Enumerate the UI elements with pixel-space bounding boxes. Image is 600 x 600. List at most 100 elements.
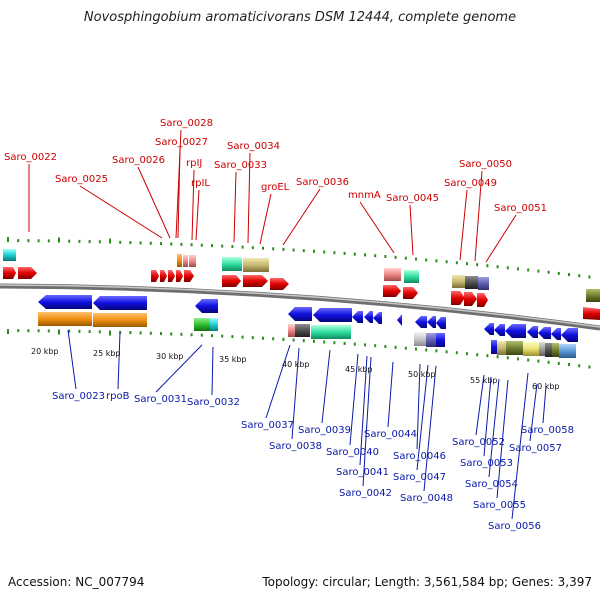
gene-label-bottom: Saro_0056: [488, 521, 541, 532]
feature-block: [210, 318, 218, 331]
gene-label-top: rpIJ: [186, 158, 202, 169]
feature-block: [414, 332, 426, 346]
kbp-tick-label: 35 kbp: [219, 355, 247, 364]
gene-label-bottom: Saro_0046: [393, 451, 446, 462]
label-leader-line: [155, 344, 203, 393]
gene-label-top: Saro_0028: [160, 118, 213, 129]
genome-backbone: [0, 283, 600, 331]
gene-label-bottom: Saro_0032: [187, 397, 240, 408]
feature-block: [559, 344, 576, 358]
top-label-leaders: [28, 129, 517, 263]
kbp-tick-label: 55 kbp: [470, 376, 498, 385]
gene-label-bottom: rpoB: [106, 391, 130, 402]
label-leader-line: [175, 129, 182, 239]
reverse-gene: [527, 326, 538, 338]
gene-label-bottom: Saro_0057: [509, 443, 562, 454]
topology-text: Topology: circular; Length: 3,561,584 bp…: [262, 575, 592, 589]
reverse-gene: [561, 328, 578, 342]
bottom-label-leaders: [67, 329, 547, 520]
gene-label-bottom: Saro_0058: [521, 425, 574, 436]
gene-label-bottom: Saro_0055: [473, 500, 526, 511]
kbp-tick-label: 50 kbp: [408, 370, 436, 379]
label-leader-line: [475, 374, 485, 436]
kbp-tick-label: 60 kbp: [532, 382, 560, 391]
gene-label-top: Saro_0050: [459, 159, 512, 170]
gene-label-bottom: Saro_0023: [52, 391, 105, 402]
reverse-gene: [494, 324, 505, 336]
forward-gene: [222, 275, 241, 287]
reverse-gene: [484, 323, 494, 335]
label-leader-line: [511, 372, 529, 520]
kbp-tick-label: 45 kbp: [345, 365, 373, 374]
gene-label-bottom: Saro_0053: [460, 458, 513, 469]
kbp-tick-label: 40 kbp: [282, 360, 310, 369]
feature-block: [288, 324, 295, 337]
label-leader-line: [416, 364, 429, 471]
forward-gene: [477, 293, 488, 307]
reverse-gene: [195, 299, 218, 313]
forward-gene: [184, 270, 194, 282]
reverse-gene: [397, 314, 402, 326]
label-leader-line: [265, 344, 291, 419]
label-leader-line: [195, 189, 200, 241]
forward-gene: [451, 291, 465, 305]
forward-gene: [18, 267, 37, 279]
reverse-gene: [93, 296, 147, 310]
label-leader-line: [137, 166, 171, 239]
feature-block: [183, 255, 188, 267]
gene-label-top: Saro_0051: [494, 203, 547, 214]
reverse-gene: [288, 307, 312, 321]
gene-label-top: rpIL: [191, 178, 210, 189]
label-leader-line: [416, 363, 421, 450]
label-leader-line: [542, 385, 547, 424]
gene-label-top: Saro_0049: [444, 178, 497, 189]
feature-block: [478, 277, 489, 290]
gene-label-top: Saro_0033: [214, 160, 267, 171]
gene-label-bottom: Saro_0044: [364, 429, 417, 440]
inner-tick-ring: [7, 329, 591, 369]
reverse-strand-genes: [38, 295, 578, 342]
label-leader-line: [474, 170, 483, 262]
forward-gene: [583, 307, 600, 320]
reverse-gene: [436, 317, 446, 329]
label-leader-line: [79, 185, 163, 239]
label-leader-line: [67, 329, 77, 390]
feature-block: [506, 341, 523, 355]
feature-block: [295, 324, 310, 337]
label-leader-line: [485, 214, 517, 263]
label-leader-line: [291, 347, 300, 440]
gene-label-bottom: Saro_0040: [326, 447, 379, 458]
gene-label-bottom: Saro_0041: [336, 467, 389, 478]
feature-block: [311, 325, 351, 339]
reverse-gene: [538, 327, 551, 339]
forward-gene: [383, 285, 401, 297]
label-leader-line: [362, 356, 372, 487]
feature-block: [194, 318, 210, 331]
feature-block: [243, 258, 269, 272]
forward-gene: [464, 292, 477, 306]
label-leader-line: [211, 346, 214, 396]
feature-block: [586, 289, 600, 302]
label-leader-line: [177, 148, 181, 239]
label-leader-line: [483, 376, 492, 457]
gene-label-top: Saro_0045: [386, 193, 439, 204]
feature-block: [404, 270, 419, 283]
feature-block: [177, 254, 182, 267]
gene-label-bottom: Saro_0037: [241, 420, 294, 431]
label-leader-line: [233, 171, 237, 243]
outer-tick-ring: [7, 237, 591, 279]
forward-gene: [160, 270, 167, 282]
label-leader-line: [259, 193, 272, 245]
label-leader-line: [359, 355, 368, 466]
reverse-features: [38, 312, 576, 358]
gene-label-bottom: Saro_0039: [298, 425, 351, 436]
top-gene-labels: Saro_0022Saro_0025Saro_0026Saro_0028Saro…: [4, 118, 547, 214]
kbp-tick-label: 25 kbp: [93, 349, 121, 358]
reverse-gene: [415, 316, 427, 328]
feature-block: [38, 312, 92, 326]
forward-gene: [3, 267, 16, 279]
label-leader-line: [529, 383, 538, 442]
